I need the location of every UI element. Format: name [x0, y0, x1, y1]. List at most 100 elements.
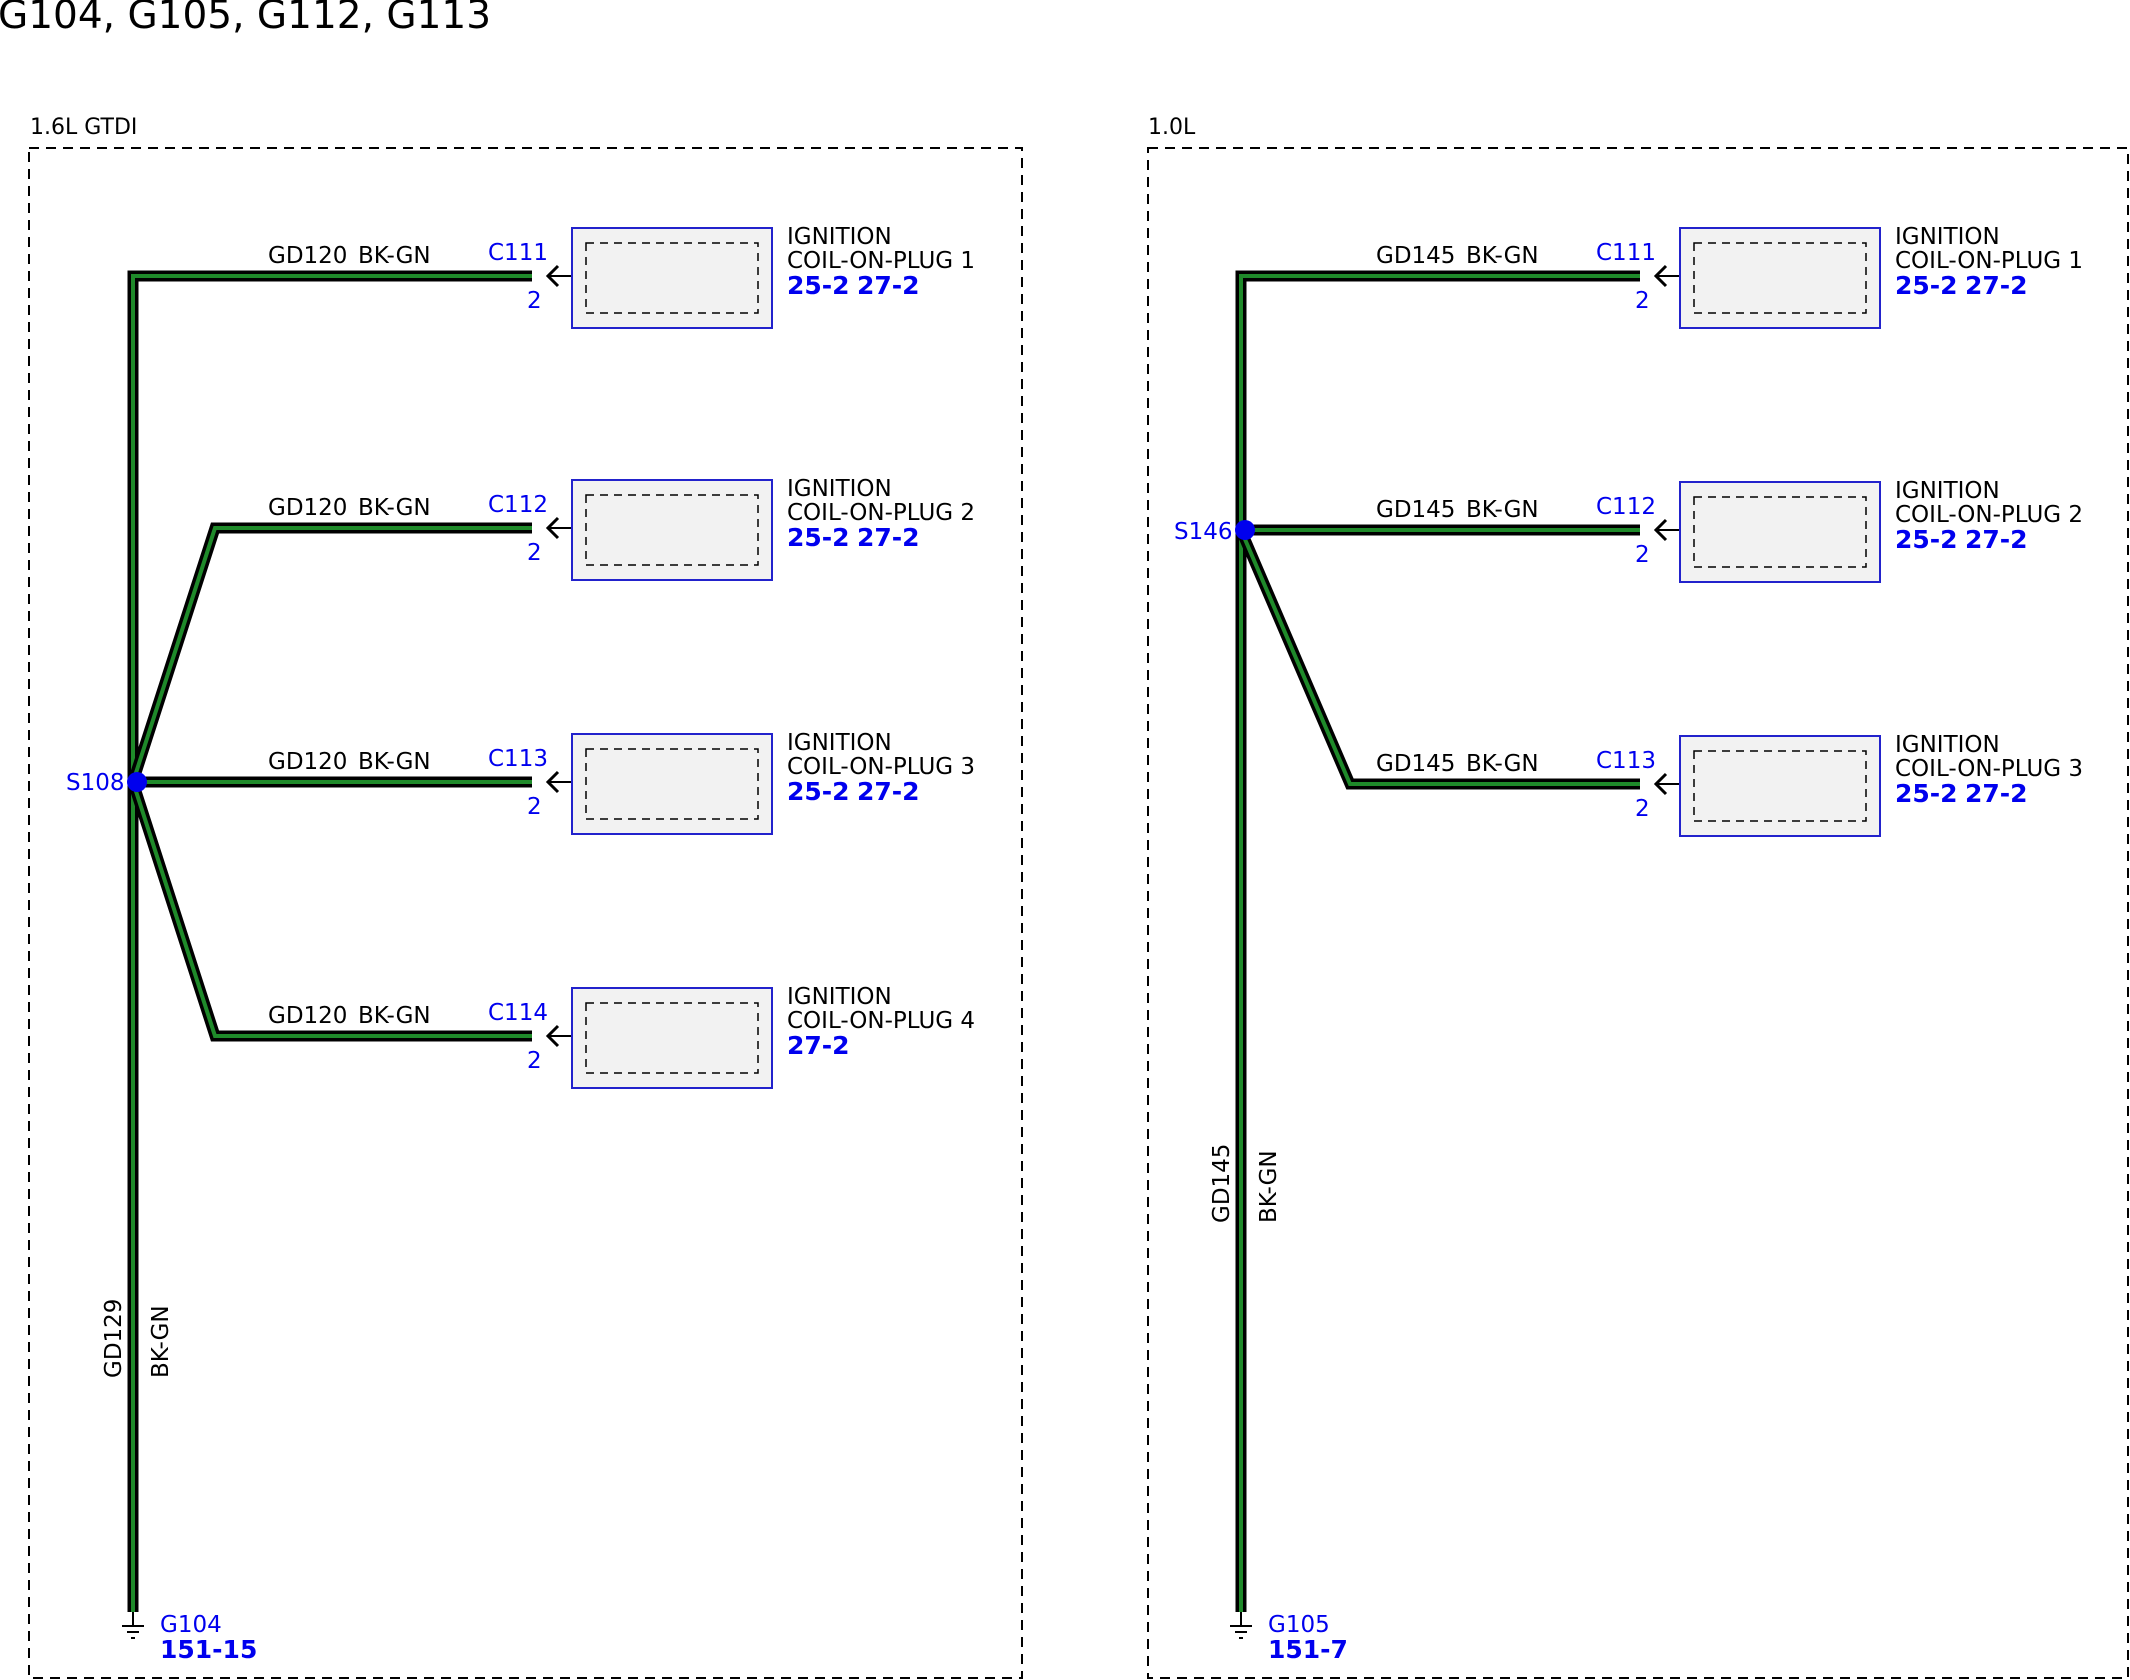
wire-color-label: BK-GN: [1466, 243, 1539, 269]
connector-label[interactable]: C113: [1596, 748, 1656, 774]
component-inner-dashed: [585, 1002, 759, 1074]
harness-wires: [127, 270, 532, 1612]
connector-label[interactable]: C112: [1596, 494, 1656, 520]
trunk-color-label: BK-GN: [1256, 1150, 1282, 1223]
page-ref-link[interactable]: 27-2: [1965, 779, 2028, 808]
connector-label[interactable]: C113: [488, 746, 548, 772]
wire-circuit-label: GD145: [1376, 243, 1455, 269]
wire-color-label: BK-GN: [1466, 497, 1539, 523]
component-name-line1: IGNITION: [787, 984, 892, 1010]
component-box[interactable]: [571, 733, 773, 835]
component-inner-dashed: [585, 242, 759, 314]
page-ref-link[interactable]: 25-2: [787, 777, 850, 806]
ground-ref-link[interactable]: 151-7: [1268, 1635, 1348, 1664]
page-ref-link[interactable]: 27-2: [787, 1031, 850, 1060]
wire-color-label: BK-GN: [358, 243, 431, 269]
component-name-line1: IGNITION: [787, 224, 892, 250]
component-name-line2: COIL-ON-PLUG 1: [1895, 248, 2083, 274]
component-box[interactable]: [571, 479, 773, 581]
component-name-line2: COIL-ON-PLUG 4: [787, 1008, 975, 1034]
component-name-line2: COIL-ON-PLUG 3: [1895, 756, 2083, 782]
component-box[interactable]: [571, 227, 773, 329]
section-label: 1.6L GTDI: [30, 115, 137, 140]
page-ref-link[interactable]: 25-2: [1895, 779, 1958, 808]
branch-coil-3: GD145 BK-GN C113 2 IGNITION COIL-ON-PLUG…: [1376, 732, 2083, 837]
component-name-line2: COIL-ON-PLUG 2: [1895, 502, 2083, 528]
component-inner-dashed: [585, 494, 759, 566]
component-name-line1: IGNITION: [1895, 732, 2000, 758]
splice-dot[interactable]: [127, 772, 147, 792]
wire-branch-4-outer: [127, 780, 532, 1042]
section-boundary: [28, 147, 1023, 1679]
component-name-line1: IGNITION: [1895, 478, 2000, 504]
ground-ref-link[interactable]: 151-15: [160, 1635, 257, 1664]
page-ref-link[interactable]: 27-2: [1965, 271, 2028, 300]
branch-coil-3: GD120 BK-GN C113 2 IGNITION COIL-ON-PLUG…: [268, 730, 975, 835]
page-ref-link[interactable]: 27-2: [857, 271, 920, 300]
page-title: G104, G105, G112, G113: [0, 0, 491, 38]
section-1-6l-gtdi: 1.6L GTDI S108 GD120 BK-GN C111 2 IGNIT: [28, 115, 1023, 1679]
connector-label[interactable]: C114: [488, 1000, 548, 1026]
component-name-line1: IGNITION: [787, 476, 892, 502]
wire-color-label: BK-GN: [1466, 751, 1539, 777]
wire-branch-2-outer: [127, 522, 532, 784]
ground-id-label: G105: [1268, 1612, 1330, 1638]
section-boundary: [1147, 147, 2129, 1679]
page-ref-link[interactable]: 27-2: [1965, 525, 2028, 554]
pin-label: 2: [527, 288, 542, 314]
branch-coil-1: GD120 BK-GN C111 2 IGNITION COIL-ON-PLUG…: [268, 224, 975, 329]
component-name-line2: COIL-ON-PLUG 3: [787, 754, 975, 780]
wire-branch-2-inner: [131, 526, 532, 783]
component-name-line2: COIL-ON-PLUG 1: [787, 248, 975, 274]
component-name-line1: IGNITION: [1895, 224, 2000, 250]
page-ref-link[interactable]: 25-2: [1895, 525, 1958, 554]
component-box[interactable]: [571, 987, 773, 1089]
wire-color-label: BK-GN: [358, 1003, 431, 1029]
component-box[interactable]: [1679, 481, 1881, 583]
component-inner-dashed: [1693, 750, 1867, 822]
wire-branch-3-inner: [1239, 529, 1640, 786]
wire-circuit-label: GD120: [268, 495, 347, 521]
branch-coil-4: GD120 BK-GN C114 2 IGNITION COIL-ON-PLUG…: [268, 984, 975, 1089]
pin-label: 2: [527, 794, 542, 820]
wire-branch-4-inner: [131, 781, 532, 1038]
component-box[interactable]: [1679, 735, 1881, 837]
pin-label: 2: [1635, 542, 1650, 568]
connector-label[interactable]: C111: [488, 240, 548, 266]
wire-color-label: BK-GN: [358, 495, 431, 521]
harness-wires: [1235, 270, 1640, 1612]
pin-label: 2: [527, 1048, 542, 1074]
wire-branch-3-outer: [1235, 527, 1640, 790]
component-inner-dashed: [585, 748, 759, 820]
wire-circuit-label: GD145: [1376, 497, 1455, 523]
wire-trunk-inner: [131, 274, 532, 1612]
component-inner-dashed: [1693, 242, 1867, 314]
wire-trunk-inner: [1239, 274, 1640, 1612]
wire-circuit-label: GD145: [1376, 751, 1455, 777]
page-ref-link[interactable]: 25-2: [1895, 271, 1958, 300]
pin-label: 2: [1635, 796, 1650, 822]
section-1-0l: 1.0L S146 GD145 BK-GN C111 2 IGNITION CO…: [1147, 115, 2129, 1679]
branch-coil-1: GD145 BK-GN C111 2 IGNITION COIL-ON-PLUG…: [1376, 224, 2083, 329]
component-inner-dashed: [1693, 496, 1867, 568]
component-box[interactable]: [1679, 227, 1881, 329]
page-ref-link[interactable]: 25-2: [787, 523, 850, 552]
page-ref-link[interactable]: 25-2: [787, 271, 850, 300]
trunk-circuit-label: GD129: [101, 1299, 127, 1378]
connector-label[interactable]: C111: [1596, 240, 1656, 266]
wire-trunk-outer: [1235, 270, 1640, 1612]
splice-label: S146: [1174, 519, 1233, 545]
wire-trunk-outer: [127, 270, 532, 1612]
ground-g105: G105 151-7: [1230, 1612, 1348, 1664]
page-ref-link[interactable]: 27-2: [857, 523, 920, 552]
branch-coil-2: GD120 BK-GN C112 2 IGNITION COIL-ON-PLUG…: [268, 476, 975, 581]
connector-label[interactable]: C112: [488, 492, 548, 518]
page-ref-link[interactable]: 27-2: [857, 777, 920, 806]
splice-dot[interactable]: [1235, 520, 1255, 540]
section-label: 1.0L: [1148, 115, 1196, 140]
component-name-line2: COIL-ON-PLUG 2: [787, 500, 975, 526]
branch-coil-2: GD145 BK-GN C112 2 IGNITION COIL-ON-PLUG…: [1376, 478, 2083, 583]
wire-circuit-label: GD120: [268, 243, 347, 269]
splice-label: S108: [66, 770, 125, 796]
